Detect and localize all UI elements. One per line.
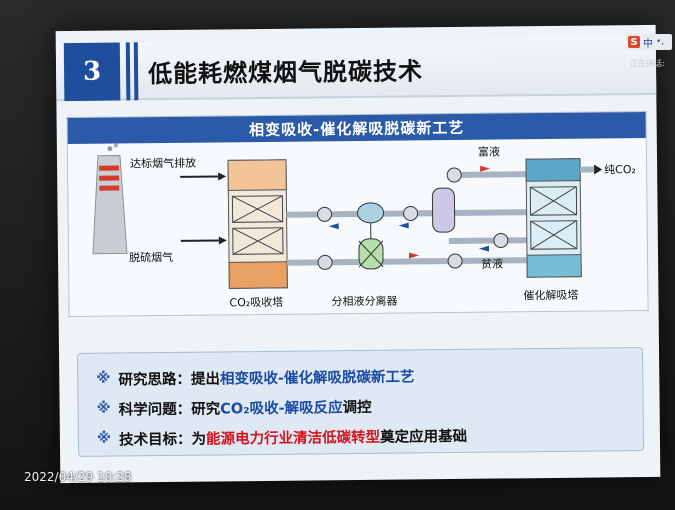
bullet-emphasis: CO₂吸收-解吸反应 [220,399,343,417]
co2-out-label: 纯CO₂ [604,163,636,176]
pump-icon [317,167,509,270]
flue-in-label: 脱硫烟气 [129,250,173,264]
phase-separator-icon [357,202,385,270]
ime-toolbar[interactable]: S 中 •, [626,34,672,50]
title-band: 3 低能耗燃煤烟气脱碳技术 [55,36,657,102]
projected-slide: 3 低能耗燃煤烟气脱碳技术 相变吸收-催化解吸脱碳新工艺 达标烟气排放 脱硫烟气 [55,24,661,484]
bullet-mark: ※ [96,370,111,387]
slide-title: 低能耗燃煤烟气脱碳技术 [147,57,424,89]
desorber-label: 催化解吸塔 [523,288,578,303]
bullet-text: 提出 [190,370,220,388]
absorber-label: CO₂吸收塔 [229,295,283,310]
bullet-text: 为 [191,431,207,448]
title-stripe [133,42,139,101]
ime-mode-label[interactable]: 中 [643,38,653,50]
bullet-label: 科学问题： [118,401,192,419]
lean-liquid-label: 贫液 [481,256,503,270]
heat-exchanger-icon [431,187,456,233]
absorber-tower-icon [227,159,288,289]
stack-out-label: 达标烟气排放 [130,156,196,171]
title-stripe [125,42,131,101]
process-diagram: 相变吸收-催化解吸脱碳新工艺 达标烟气排放 脱硫烟气 [66,110,649,318]
bullet-text: 研究 [191,400,221,418]
speaker-indicator: 正在讲话: [630,59,665,68]
ime-punctuation-icon[interactable]: •, [656,37,665,47]
sogou-logo-icon: S [628,36,640,48]
photo-timestamp: 2022/04/29 10:28 [24,470,132,484]
bullet-emphasis: 能源电力行业清洁低碳转型 [205,429,381,448]
rich-liquid-label: 富液 [478,145,500,159]
bullet-technical-goal: ※ 技术目标： 为 能源电力行业清洁低碳转型 奠定应用基础 [97,418,643,454]
bullet-emphasis: 相变吸收-催化解吸脱碳新工艺 [219,368,415,387]
bullet-mark: ※ [96,430,112,447]
separator-label: 分相液分离器 [331,294,397,309]
desorber-tower-icon [525,158,603,278]
bullet-text: 奠定应用基础 [379,428,468,446]
process-flow-svg: 达标烟气排放 脱硫烟气 CO₂吸收塔 [92,143,636,310]
slide-number: 3 [63,42,121,102]
bullet-label: 研究思路： [118,371,191,389]
bullet-mark: ※ [96,400,111,417]
chimney-icon [92,143,128,255]
bullet-text: 调控 [342,399,372,416]
bullet-label: 技术目标： [118,431,192,449]
bullet-box: ※ 研究思路： 提出 相变吸收-催化解吸脱碳新工艺 ※ 科学问题： 研究 CO₂… [77,347,645,457]
